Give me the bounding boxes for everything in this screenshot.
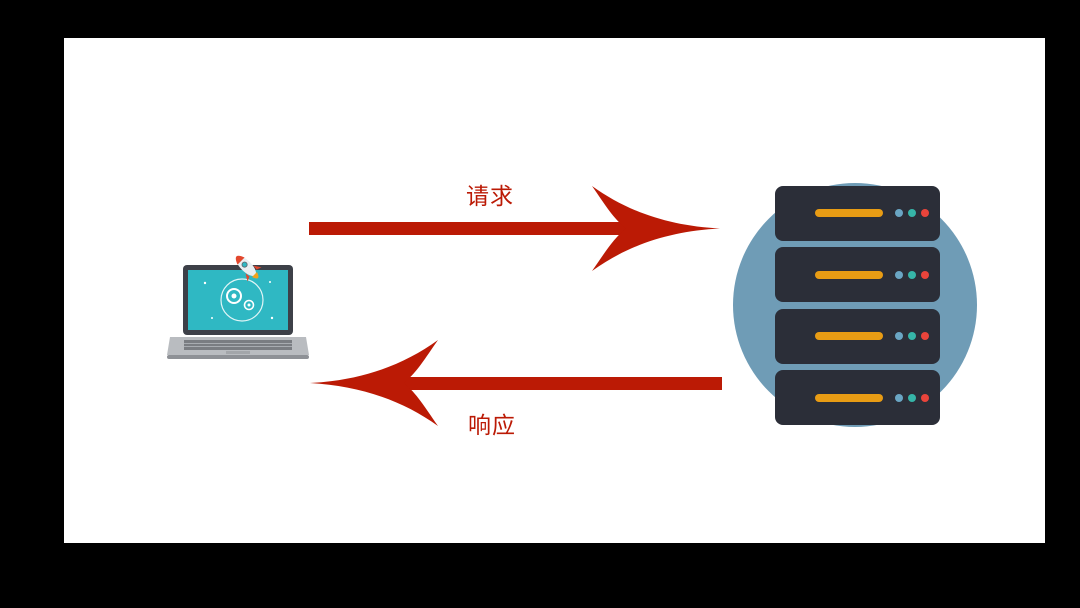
server-unit [775,370,940,425]
server-unit [775,186,940,241]
server-unit [775,309,940,364]
request-label: 请求 [466,184,514,210]
request-arrow [309,186,720,271]
server-rack-icon [733,183,977,427]
server-unit [775,247,940,302]
response-arrow [310,340,722,426]
rocket-icon [235,255,262,282]
response-label: 响应 [468,413,516,439]
laptop-icon [167,265,309,359]
